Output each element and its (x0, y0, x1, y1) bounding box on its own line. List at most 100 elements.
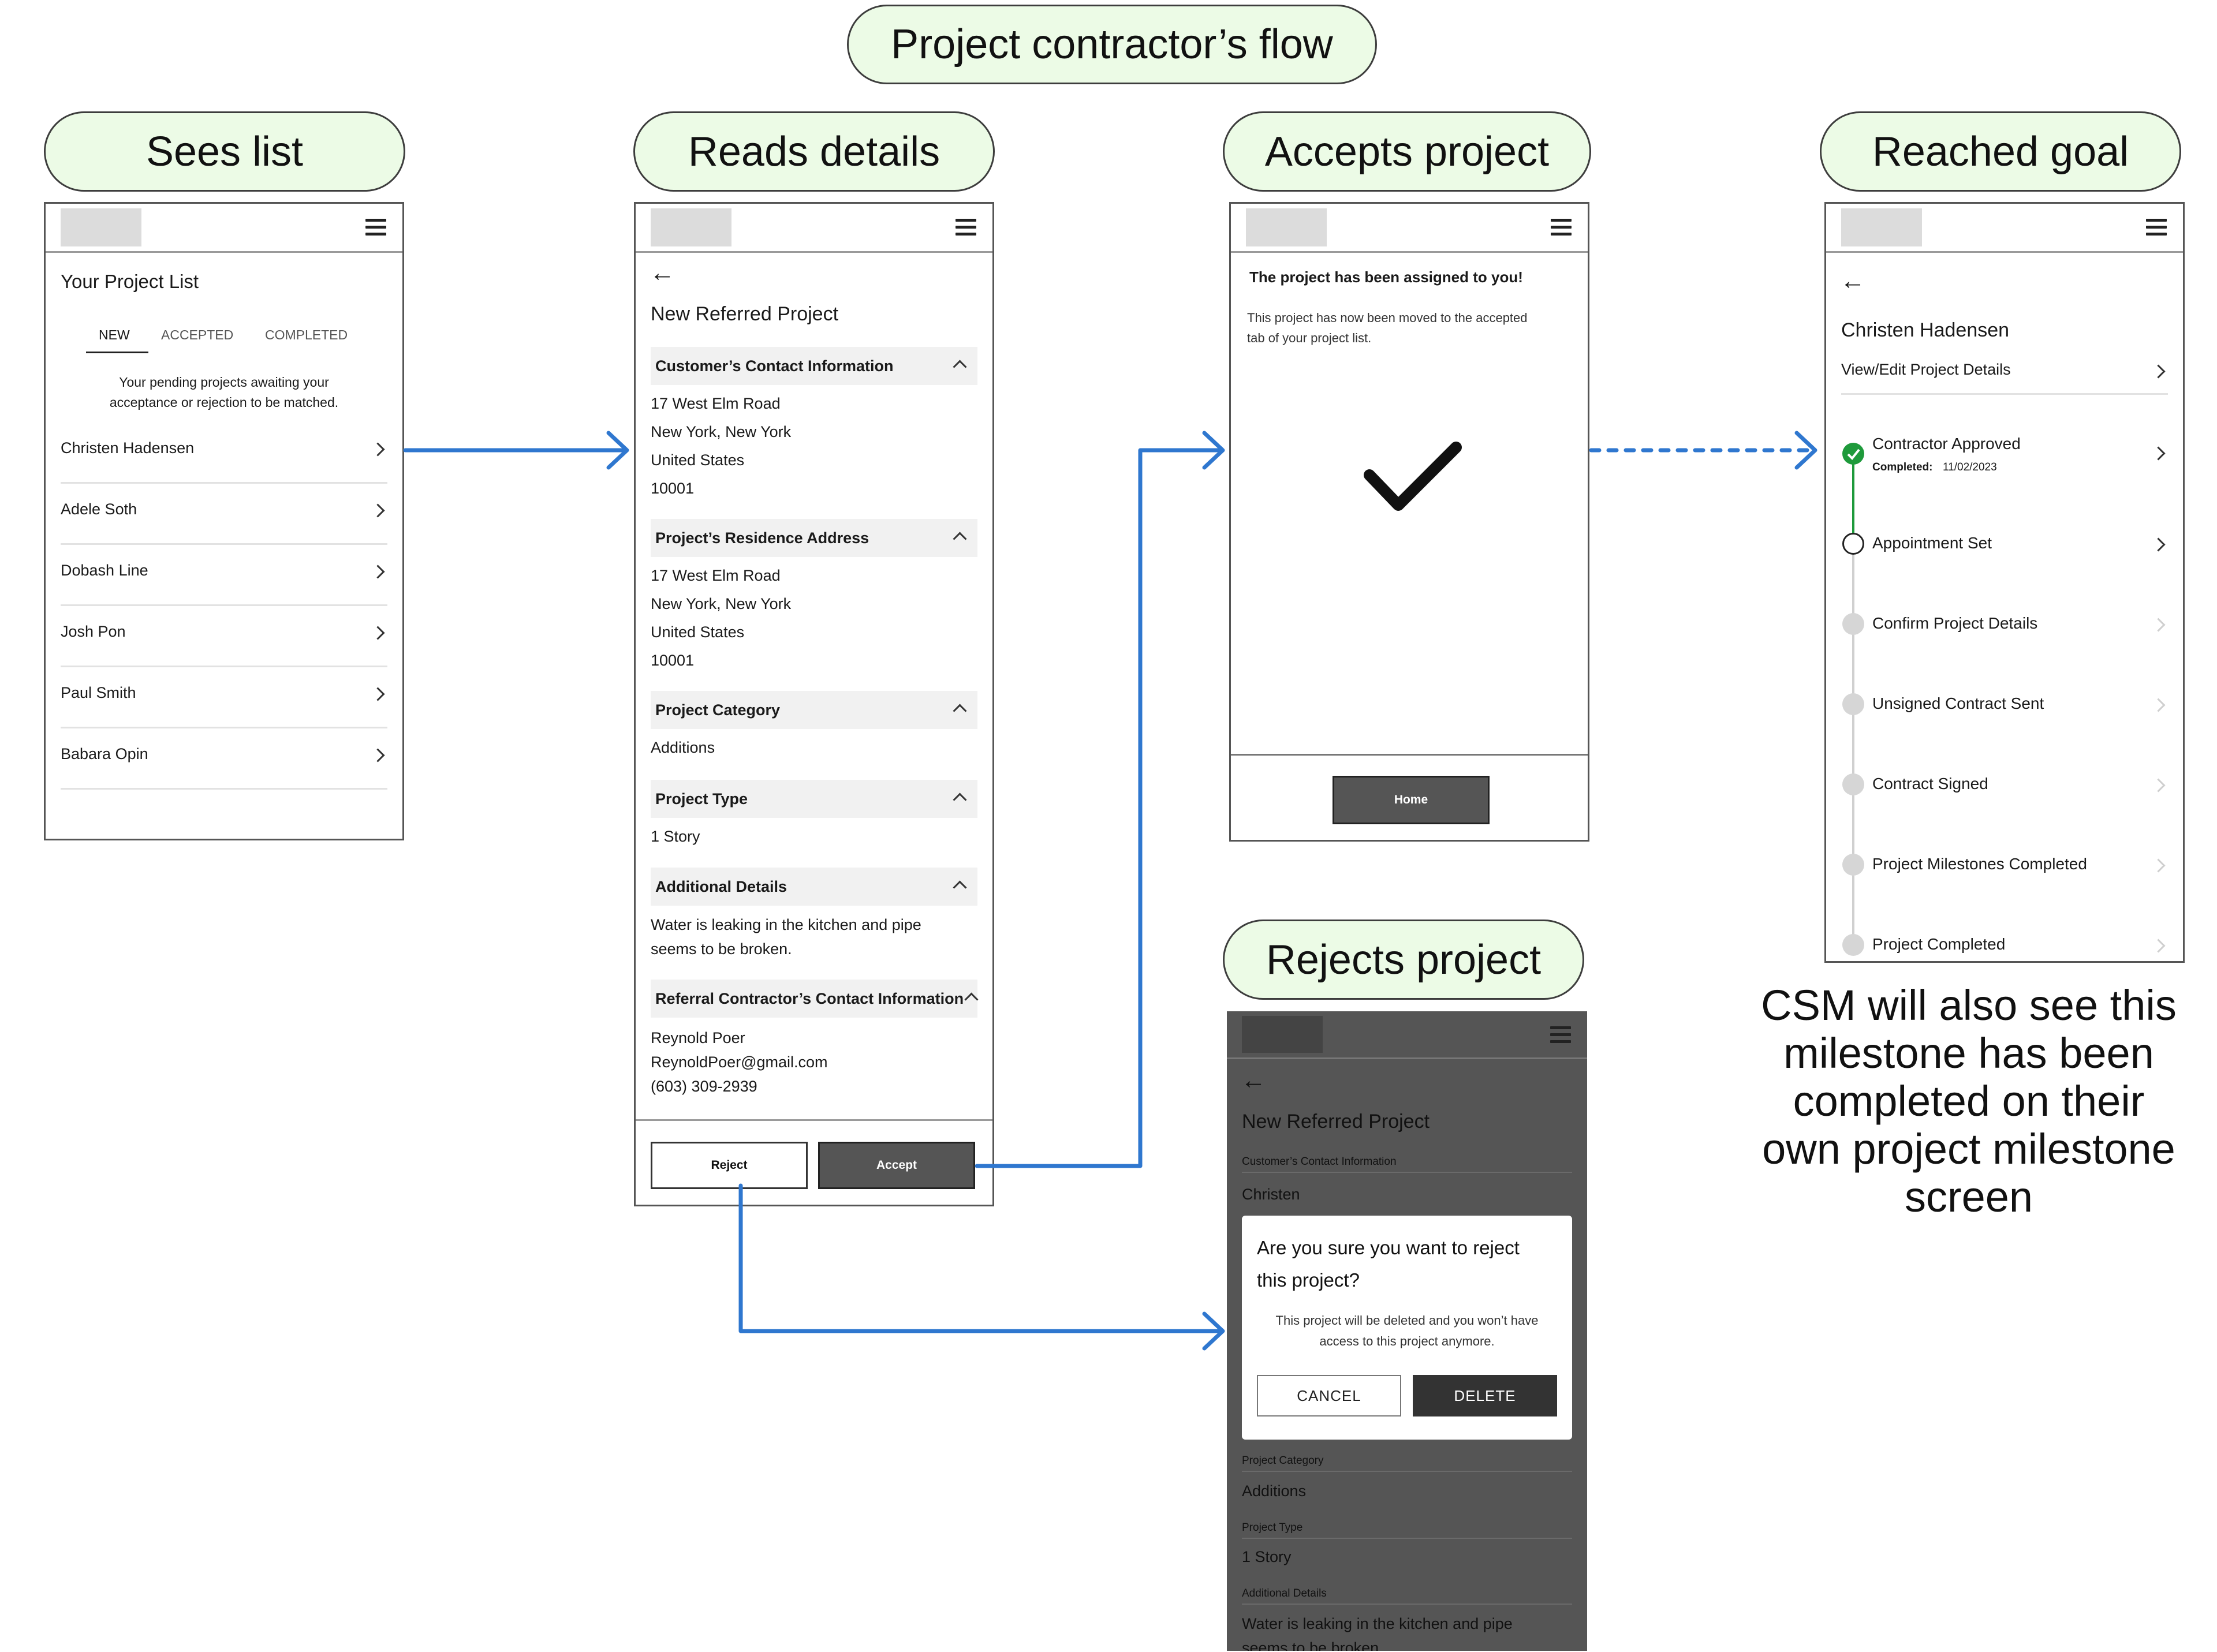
pending-circle-icon (1842, 613, 1864, 635)
list-item[interactable]: Paul Smith (61, 666, 387, 728)
back-arrow-icon[interactable]: ← (1241, 1066, 1266, 1094)
section-header-label: Project’s Residence Address (655, 529, 869, 547)
section-header-label: Additional Details (655, 878, 787, 895)
type-value: 1 Story (1242, 1548, 1292, 1565)
divider (1242, 1172, 1572, 1173)
menu-icon[interactable] (365, 219, 386, 236)
section-body: 17 West Elm Road New York, New York Unit… (651, 395, 792, 497)
home-button[interactable]: Home (1333, 776, 1490, 824)
milestone-item[interactable]: Project Completed (1826, 921, 2183, 961)
logo-placeholder (1841, 208, 1922, 246)
chevron-up-icon (953, 793, 967, 807)
top-bar (1826, 204, 2183, 253)
completed-date: 11/02/2023 (1943, 461, 1997, 473)
csm-note: CSM will also see this milestone has bee… (1761, 981, 2177, 1221)
chevron-right-icon (2151, 858, 2166, 873)
page-title: New Referred Project (651, 303, 839, 325)
confirmation-heading: The project has been assigned to you! (1249, 268, 1523, 286)
milestone-label: Project Completed (1872, 935, 2006, 953)
menu-icon[interactable] (956, 219, 976, 236)
section-body: 17 West Elm Road New York, New York Unit… (651, 567, 792, 669)
checkmark-icon (1364, 442, 1462, 511)
category-value: Additions (1242, 1482, 1307, 1500)
milestone-label: Confirm Project Details (1872, 614, 2038, 632)
project-list-screen: Your Project List NEW ACCEPTED COMPLETED… (44, 202, 404, 840)
list-item-label: Christen Hadensen (61, 439, 195, 457)
step-reached-goal: Reached goal (1820, 111, 2181, 192)
arrow-reject-to-dialog (738, 1183, 1223, 1333)
menu-icon[interactable] (1551, 219, 1572, 236)
list-item-label: Babara Opin (61, 745, 148, 763)
list-item[interactable]: Dobash Line (61, 543, 387, 606)
milestone-item[interactable]: Project Milestones Completed (1826, 841, 2183, 889)
timeline-line (1852, 544, 1854, 943)
back-arrow-icon[interactable]: ← (1840, 267, 1865, 295)
logo-placeholder (1246, 208, 1327, 246)
chevron-right-icon (371, 442, 385, 457)
logo-placeholder (1242, 1016, 1323, 1053)
pending-circle-icon (1842, 773, 1864, 795)
milestone-label: Contract Signed (1872, 775, 1988, 793)
view-edit-label: View/Edit Project Details (1841, 361, 2011, 378)
chevron-right-icon (2151, 939, 2166, 953)
list-item[interactable]: Babara Opin (61, 727, 387, 790)
milestone-item[interactable]: Confirm Project Details (1826, 600, 2183, 649)
delete-button[interactable]: DELETE (1413, 1375, 1557, 1416)
diagram-title: Project contractor’s flow (847, 5, 1377, 84)
reject-screen: ← New Referred Project Customer’s Contac… (1227, 1011, 1587, 1651)
section-header[interactable]: Project’s Residence Address (651, 519, 977, 557)
view-edit-link[interactable]: View/Edit Project Details (1841, 355, 2168, 395)
list-item[interactable]: Christen Hadensen (61, 421, 387, 484)
chevron-right-icon (2151, 698, 2166, 712)
action-bar (636, 1119, 992, 1121)
tab-accepted[interactable]: ACCEPTED (161, 327, 234, 342)
tab-new[interactable]: NEW (99, 327, 130, 342)
confirmation-message: This project has now been moved to the a… (1247, 311, 1528, 345)
chevron-right-icon (2151, 537, 2166, 552)
list-item[interactable]: Adele Soth (61, 482, 387, 545)
accepted-screen: The project has been assigned to you! Th… (1229, 202, 1589, 842)
menu-icon[interactable] (1550, 1026, 1571, 1044)
page-title: New Referred Project (1242, 1111, 1430, 1133)
section-header[interactable]: Customer’s Contact Information (651, 347, 977, 385)
milestone-item[interactable]: Contractor Approved Completed: 11/02/202… (1826, 429, 2183, 492)
back-arrow-icon[interactable]: ← (650, 259, 675, 287)
logo-placeholder (61, 208, 141, 246)
reject-button[interactable]: Reject (651, 1142, 808, 1189)
accept-button[interactable]: Accept (818, 1142, 975, 1189)
arrowhead (1794, 431, 1817, 470)
confirm-dialog: Are you sure you want to reject this pro… (1242, 1216, 1572, 1440)
section-header[interactable]: Additional Details (651, 868, 977, 906)
chevron-right-icon (2151, 778, 2166, 793)
pending-circle-icon (1842, 854, 1864, 876)
check-circle-icon (1842, 443, 1864, 465)
details-value: Water is leaking in the kitchen and pipe (1242, 1615, 1513, 1632)
list-item-label: Josh Pon (61, 623, 126, 640)
milestone-item[interactable]: Unsigned Contract Sent (1826, 681, 2183, 729)
type-label: Project Type (1242, 1522, 1303, 1534)
divider (1242, 1538, 1572, 1539)
pending-circle-icon (1842, 693, 1864, 715)
section-header-label: Referral Contractor’s Contact Informatio… (655, 990, 964, 1007)
chevron-up-icon (953, 360, 967, 374)
timeline-progress-line (1852, 453, 1854, 535)
list-note: Your pending projects awaiting your acce… (109, 375, 339, 410)
section-header[interactable]: Referral Contractor’s Contact Informatio… (651, 980, 979, 1018)
milestone-item[interactable]: Appointment Set (1826, 520, 2183, 569)
milestone-item[interactable]: Contract Signed (1826, 761, 2183, 809)
section-header[interactable]: Project Type (651, 780, 977, 818)
open-circle-icon (1842, 533, 1864, 555)
list-item-label: Paul Smith (61, 684, 136, 701)
dialog-title: Are you sure you want to reject this pro… (1257, 1237, 1520, 1291)
chevron-right-icon (2151, 364, 2166, 379)
details-value-cut: seems to be broken. (1242, 1639, 1383, 1651)
step-accepts-project: Accepts project (1223, 111, 1591, 192)
menu-icon[interactable] (2146, 219, 2167, 236)
contact-label: Customer’s Contact Information (1242, 1156, 1397, 1168)
section-header[interactable]: Project Category (651, 691, 977, 729)
top-bar (636, 204, 992, 253)
list-item[interactable]: Josh Pon (61, 604, 387, 667)
step-sees-list: Sees list (44, 111, 405, 192)
tab-completed[interactable]: COMPLETED (265, 327, 348, 342)
cancel-button[interactable]: CANCEL (1257, 1375, 1401, 1416)
